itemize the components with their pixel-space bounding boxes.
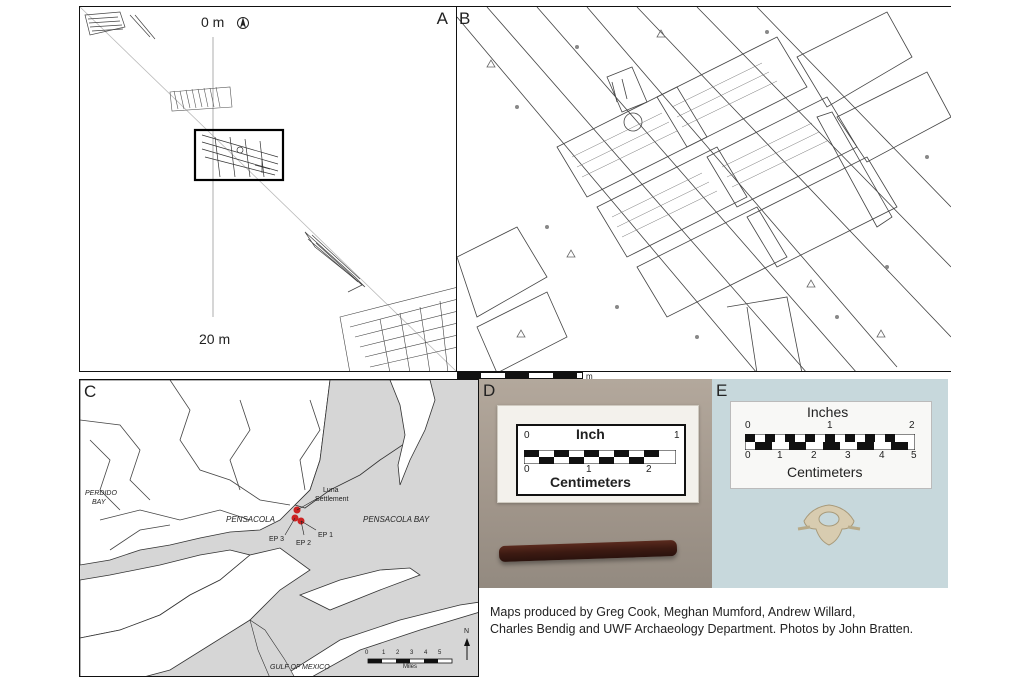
label-pensacola-bay: PENSACOLA BAY: [363, 515, 430, 524]
north-arrow-icon: [237, 17, 249, 29]
panel-c-regional-map: C PERDIDO BAY PENSACOLA PENSACOLA BAY Lu…: [79, 379, 479, 677]
inch-tick-e: 2: [909, 420, 915, 431]
ruler-e: [745, 434, 915, 450]
label-ep1: EP 1: [318, 532, 334, 539]
fastener-dots: [515, 30, 929, 339]
scale-label-bottom: 20 m: [199, 331, 231, 347]
inset-box: [193, 128, 285, 182]
inch-tick: 1: [674, 430, 680, 441]
cm-tick-e: 3: [845, 450, 851, 461]
ruler-d: [524, 450, 676, 464]
caption-line-2: Charles Bendig and UWF Archaeology Depar…: [490, 622, 914, 636]
scale-card-e: Inches 0 1 2 0 1 2 3 4 5 Centimeters: [730, 401, 932, 489]
inch-tick-e: 0: [745, 420, 751, 431]
cm-tick-e: 5: [911, 450, 917, 461]
scale-card-d: Inch 0 1 0 1 2 Centimeters: [497, 405, 699, 503]
label-luna-2: Settlement: [315, 496, 349, 503]
land-mass: [80, 380, 478, 676]
cm-tick-e: 0: [745, 450, 751, 461]
frame-timbers: [457, 11, 951, 371]
rivers: [80, 380, 321, 551]
scale-label-top: 0 m: [201, 14, 225, 30]
scale-tick: 5: [438, 650, 442, 656]
scale-tick: 3: [410, 650, 414, 656]
panel-a-label: A: [436, 9, 448, 28]
cm-ticks-e: 0 1 2 3 4 5: [745, 450, 925, 462]
hull-boundary: [726, 111, 893, 371]
pump-well: [606, 66, 648, 132]
map-scale-ticks: 0 1 2 3 4 5: [365, 650, 455, 659]
timber-fragment-mid: [169, 86, 233, 112]
wood-grain: [571, 62, 828, 238]
panel-c-label: C: [84, 382, 97, 401]
panel-b-scale-bar: [457, 372, 587, 379]
cm-tick: 2: [646, 464, 652, 475]
cm-tick-e: 1: [777, 450, 783, 461]
scale-tick: 0: [365, 650, 369, 656]
panel-e-label: E: [716, 381, 728, 400]
panel-d-photo: Inch 0 1 0 1 2 Centimeters D: [479, 379, 712, 588]
label-gulf: GULF OF MEXICO: [270, 664, 330, 671]
north-label: N: [464, 628, 470, 635]
north-arrow-c-icon: [464, 638, 470, 660]
centimeters-label-e: Centimeters: [787, 464, 863, 480]
figure-caption: Maps produced by Greg Cook, Meghan Mumfo…: [490, 604, 1010, 638]
panel-b-label: B: [459, 9, 471, 28]
cm-tick-e: 4: [879, 450, 885, 461]
caption-line-1: Maps produced by Greg Cook, Meghan Mumfo…: [490, 605, 856, 619]
panel-d-label: D: [483, 381, 496, 400]
panel-b-scale-unit: m: [586, 372, 593, 381]
scale-tick: 2: [396, 650, 400, 656]
artifact-vertebra: [797, 504, 861, 546]
map-scale-bar: [367, 658, 453, 664]
timber-fragment-lower: [304, 231, 366, 293]
panel-a-site-map: A 0 m 20 m: [79, 6, 457, 372]
panel-b-detail-plan: B: [457, 6, 951, 372]
inch-tick-e: 1: [827, 420, 833, 431]
inch-tick: 0: [524, 430, 530, 441]
detail-hull-plan: [457, 7, 951, 371]
pensacola-bay-map: [80, 380, 478, 676]
label-luna-1: Luna: [323, 487, 339, 494]
cm-tick: 0: [524, 464, 530, 475]
timber-fragment-top: [84, 11, 156, 40]
label-perdido-1: PERDIDO: [85, 490, 117, 497]
label-perdido-2: BAY: [92, 499, 106, 506]
label-ep3: EP 3: [269, 536, 285, 543]
site-markers: [284, 497, 319, 536]
timber-fragment-corner: [339, 287, 456, 371]
label-pensacola: PENSACOLA: [226, 515, 275, 524]
map-scale-unit: Miles: [403, 664, 418, 670]
scale-tick: 1: [382, 650, 386, 656]
centimeters-label: Centimeters: [550, 474, 631, 490]
scale-tick: 4: [424, 650, 428, 656]
label-ep2: EP 2: [296, 540, 312, 547]
ceiling-planks: [457, 7, 951, 371]
artifact-rod: [498, 539, 678, 563]
inches-label: Inches: [807, 404, 849, 420]
baseline-diagonal: [80, 7, 456, 371]
inch-label: Inch: [576, 426, 605, 442]
cm-tick-e: 2: [811, 450, 817, 461]
inset-hull-detail: [201, 134, 279, 178]
panel-e-photo: Inches 0 1 2 0 1 2 3 4 5 Centimeters E: [712, 379, 948, 588]
cm-tick: 1: [586, 464, 592, 475]
survey-triangles: [486, 29, 886, 338]
site-overview-map: [80, 7, 456, 371]
